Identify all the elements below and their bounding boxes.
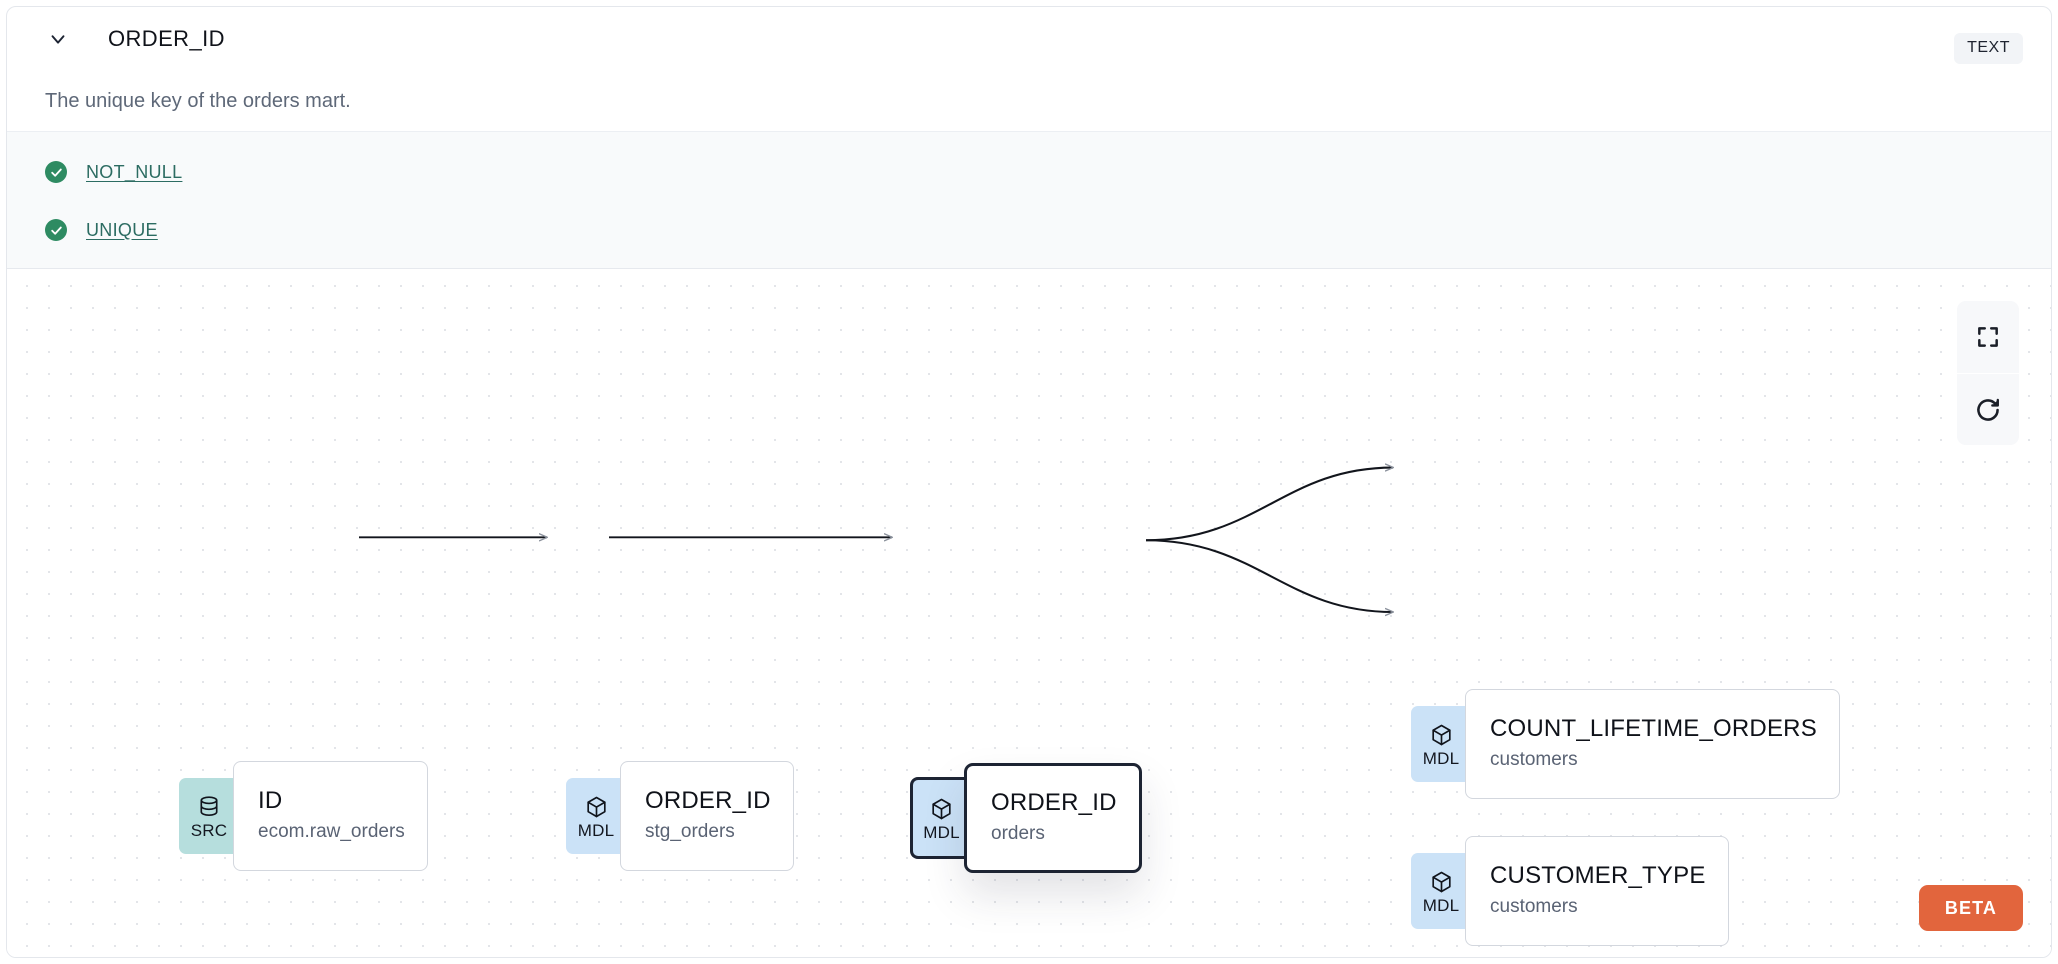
test-row: NOT_NULL [45,152,2013,192]
check-circle-icon [45,219,67,241]
node-type-label: MDL [1422,748,1460,768]
fullscreen-icon[interactable] [1957,301,2019,373]
check-circle-icon [45,161,67,183]
node-column-name: CUSTOMER_TYPE [1490,862,1706,890]
refresh-icon[interactable] [1957,373,2019,445]
node-column-name: ORDER_ID [991,789,1117,817]
node-type-badge-mdl: MDL [1411,853,1471,929]
canvas-controls [1957,301,2019,445]
lineage-canvas[interactable]: SRC ID ecom.raw_orders MDL ORDE [7,269,2051,957]
lineage-node-orders-order-id[interactable]: MDL ORDER_ID orders [910,763,1142,873]
database-icon [198,795,220,820]
node-body: COUNT_LIFETIME_ORDERS customers [1465,689,1840,799]
node-column-name: ORDER_ID [645,787,771,815]
data-type-badge: TEXT [1954,33,2023,64]
column-description: The unique key of the orders mart. [45,89,351,112]
test-row: UNIQUE [45,210,2013,250]
node-parent-name: stg_orders [645,820,735,842]
node-body: ID ecom.raw_orders [233,761,428,871]
beta-badge[interactable]: BETA [1918,885,2023,931]
column-detail-card: ORDER_ID TEXT The unique key of the orde… [6,6,2052,958]
edge-orders-to-count-lifetime [1145,468,1393,542]
node-body: ORDER_ID stg_orders [620,761,794,871]
node-type-badge-mdl: MDL [910,777,970,859]
page-title: ORDER_ID [108,26,225,51]
node-type-badge-mdl: MDL [1411,706,1471,782]
cube-icon [930,798,953,822]
cube-icon [1430,871,1453,895]
node-parent-name: customers [1490,748,1578,770]
lineage-node-src-id[interactable]: SRC ID ecom.raw_orders [179,761,428,871]
node-type-badge-src: SRC [179,778,239,854]
node-type-label: MDL [577,820,615,840]
node-type-label: MDL [1422,895,1460,915]
node-body: ORDER_ID orders [964,763,1142,873]
node-type-label: MDL [923,822,960,842]
lineage-node-stg-order-id[interactable]: MDL ORDER_ID stg_orders [566,761,794,871]
node-parent-name: ecom.raw_orders [258,820,405,842]
node-type-badge-mdl: MDL [566,778,626,854]
cube-icon [585,796,608,820]
edge-orders-to-customer-type [1145,539,1393,612]
chevron-down-icon[interactable] [45,26,71,52]
node-body: CUSTOMER_TYPE customers [1465,836,1729,946]
card-header: ORDER_ID TEXT [7,7,2051,71]
node-column-name: ID [258,787,283,815]
test-link-not-null[interactable]: NOT_NULL [86,161,183,182]
node-column-name: COUNT_LIFETIME_ORDERS [1490,715,1817,743]
node-parent-name: orders [991,822,1045,844]
cube-icon [1430,724,1453,748]
node-type-label: SRC [190,820,228,840]
node-parent-name: customers [1490,895,1578,917]
test-link-unique[interactable]: UNIQUE [86,219,158,240]
tests-section: NOT_NULL UNIQUE [7,131,2051,269]
lineage-node-count-lifetime-orders[interactable]: MDL COUNT_LIFETIME_ORDERS customers [1411,689,1840,799]
lineage-node-customer-type[interactable]: MDL CUSTOMER_TYPE customers [1411,836,1729,946]
